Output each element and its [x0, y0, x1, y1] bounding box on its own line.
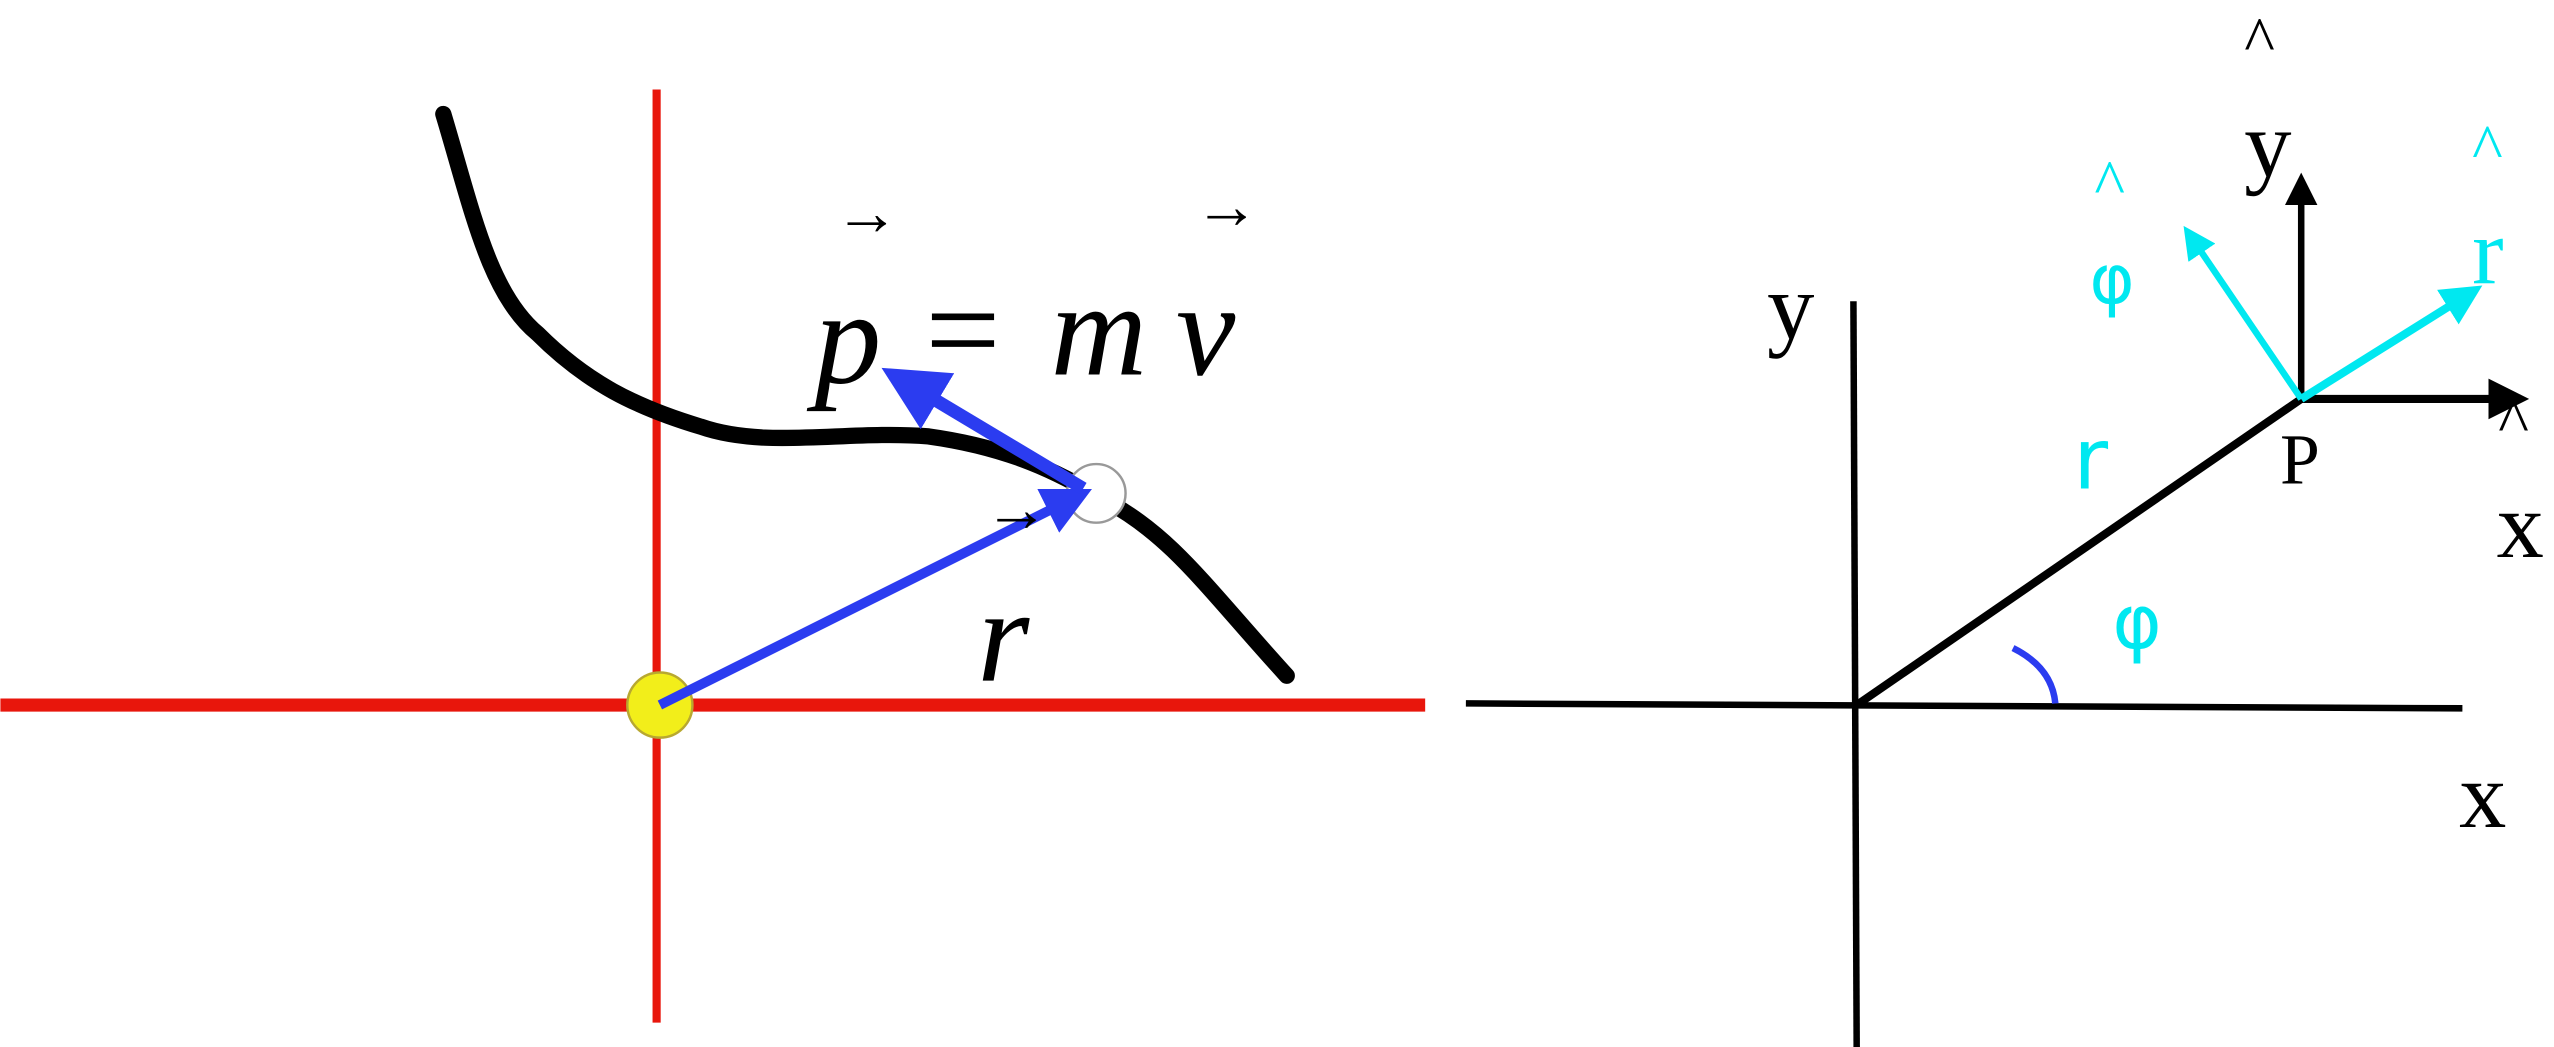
y-axis-label: y — [1767, 256, 1814, 360]
left-panel: p = m v → → r → — [0, 89, 1426, 1023]
v-arrow-icon: → — [1194, 171, 1259, 243]
radius-line — [1854, 395, 2304, 709]
unit-r-arrow — [2299, 285, 2483, 403]
x-axis — [1465, 700, 2463, 712]
angle-label: φ — [2112, 578, 2161, 666]
unit-phi-arrow — [2183, 225, 2304, 401]
momentum-vector-arrow — [881, 367, 1087, 495]
radius-label: r — [2073, 409, 2108, 508]
unit-x-label: x — [2497, 474, 2544, 578]
p-arrow-icon: → — [834, 177, 899, 249]
r-arrow-icon: → — [984, 474, 1049, 546]
equals-sign: = — [925, 256, 1000, 404]
momentum-equation: p = m v → → — [807, 171, 1260, 412]
angle-arc — [2011, 645, 2059, 704]
unit-r-label: r — [2472, 200, 2503, 304]
unit-y-label: y — [2244, 93, 2291, 197]
position-vector-arrow — [657, 489, 1092, 710]
x-axis-label: x — [2459, 744, 2506, 848]
trajectory-curve — [435, 105, 1295, 684]
position-label: r — [977, 562, 1030, 710]
r-hat-icon: ^ — [2472, 112, 2503, 184]
x-hat-icon: ^ — [2498, 386, 2529, 458]
vec-p-label: p — [807, 264, 882, 412]
vec-v-label: v — [1176, 256, 1236, 404]
phi-hat-icon: ^ — [2094, 148, 2125, 220]
right-panel: y x r φ P ^ y ^ x ^ r ^ φ — [1465, 5, 2544, 1047]
point-label: P — [2280, 421, 2320, 500]
unit-phi-label: φ — [2090, 241, 2135, 320]
y-hat-icon: ^ — [2244, 5, 2275, 77]
mass-label: m — [1051, 256, 1147, 404]
y-axis — [1850, 301, 1860, 1047]
